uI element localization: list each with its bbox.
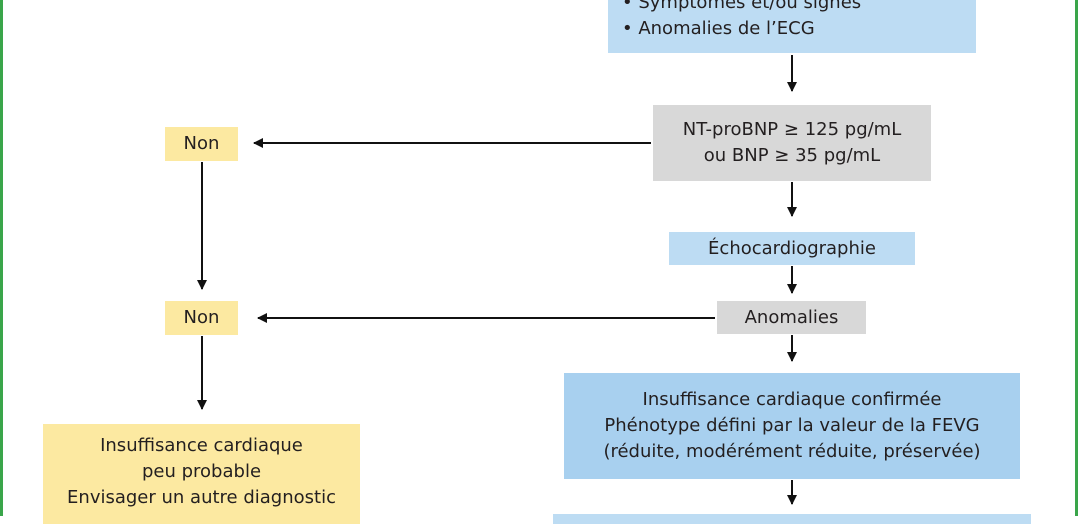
- heart-failure-unlikely-box: Insuffisance cardiaque peu probable Envi…: [43, 424, 360, 524]
- bnp-line: ou BNP ≥ 35 pg/mL: [703, 145, 881, 166]
- heart-failure-confirmed-box: Insuffisance cardiaque confirmée Phénoty…: [564, 373, 1020, 479]
- frame-right-border: [1075, 0, 1078, 516]
- anomalies-text: Anomalies: [744, 306, 839, 328]
- confirmed-line-3: (réduite, modérément réduite, préservée): [603, 441, 981, 462]
- confirmed-line-2: Phénotype défini par la valeur de la FEV…: [604, 415, 980, 436]
- non-label-1: Non: [165, 127, 238, 161]
- symptoms-line: • Symptômes et/ou signes: [622, 0, 862, 13]
- non-label-2: Non: [165, 301, 238, 335]
- nt-probnp-line: NT-proBNP ≥ 125 pg/mL: [682, 119, 902, 140]
- non-1-text: Non: [183, 133, 220, 154]
- confirmed-line-1: Insuffisance cardiaque confirmée: [642, 389, 942, 410]
- unlikely-line-3: Envisager un autre diagnostic: [67, 487, 336, 508]
- frame-left-border: [0, 0, 3, 516]
- unlikely-line-1: Insuffisance cardiaque: [100, 435, 303, 456]
- echocardiography-text: Échocardiographie: [708, 237, 876, 259]
- anomalies-box: Anomalies: [717, 301, 866, 334]
- non-2-text: Non: [183, 307, 220, 328]
- echocardiography-box: Échocardiographie: [669, 232, 915, 265]
- unlikely-line-2: peu probable: [141, 461, 262, 482]
- ecg-anomalies-line: • Anomalies de l’ECG: [622, 17, 815, 39]
- bnp-threshold-box: NT-proBNP ≥ 125 pg/mL ou BNP ≥ 35 pg/mL: [653, 105, 931, 181]
- symptoms-ecg-box: • Symptômes et/ou signes • Anomalies de …: [608, 0, 976, 53]
